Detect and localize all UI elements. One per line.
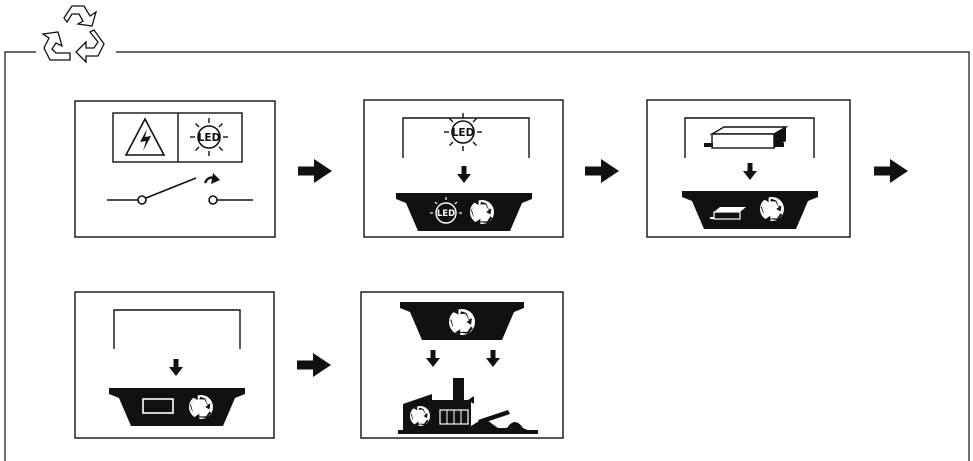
recycle-bin-icon: LED: [396, 193, 532, 231]
step-5-recycling-plant-panel: [360, 291, 564, 439]
high-voltage-warning-icon: [124, 117, 166, 156]
recycle-bin-icon: [109, 388, 245, 426]
driver-icon: [704, 126, 789, 149]
step-4-remove-housing-panel: [74, 291, 275, 439]
step-2-remove-led-panel: LED LED: [363, 99, 564, 238]
arrow-right-icon: [585, 159, 619, 183]
led-icon: LED: [443, 112, 483, 152]
led-icon: LED: [189, 117, 229, 157]
svg-text:LED: LED: [198, 132, 221, 144]
recycling-logo-icon: [41, 5, 105, 64]
arrow-right-icon: [297, 353, 331, 377]
switch-icon: [107, 173, 253, 205]
arrow-right-icon: [298, 159, 332, 183]
svg-text:LED: LED: [452, 127, 475, 139]
svg-text:LED: LED: [437, 209, 455, 219]
factory-icon: [398, 378, 538, 434]
recycle-bin-icon: [400, 302, 524, 340]
arrow-right-icon: [874, 159, 908, 183]
step-1-switch-off-panel: LED: [74, 100, 276, 238]
recycle-bin-icon: [682, 191, 818, 229]
step-3-remove-driver-panel: [646, 99, 851, 238]
outer-frame: [4, 51, 970, 461]
